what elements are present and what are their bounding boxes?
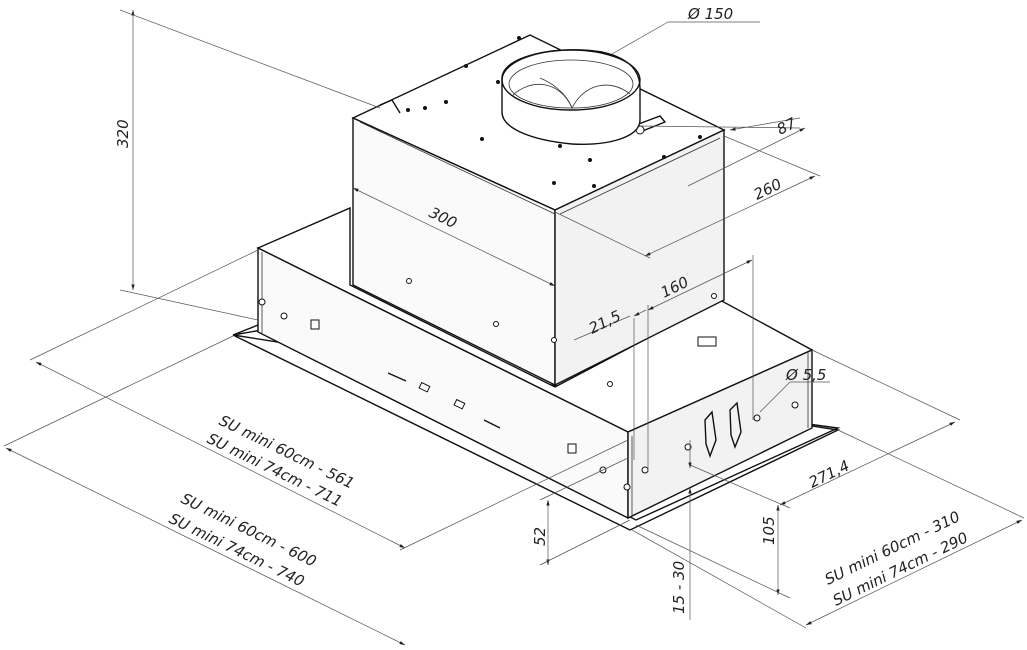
dim-260: 260 <box>751 175 785 204</box>
dim-flange-15-30: 15 - 30 <box>670 561 688 614</box>
duct-collar <box>501 49 641 145</box>
dim-hole-diameter: Ø 5,5 <box>785 366 826 384</box>
dimension-lines <box>3 9 1025 646</box>
dim-height-320: 320 <box>114 119 132 148</box>
dim-height-52: 52 <box>531 527 549 546</box>
dim-height-105: 105 <box>760 516 778 545</box>
dim-271-4: 271,4 <box>806 457 852 492</box>
dim-87: 87 <box>774 114 799 139</box>
canopy-body <box>232 206 841 531</box>
dim-duct-diameter: Ø 150 <box>687 5 733 23</box>
